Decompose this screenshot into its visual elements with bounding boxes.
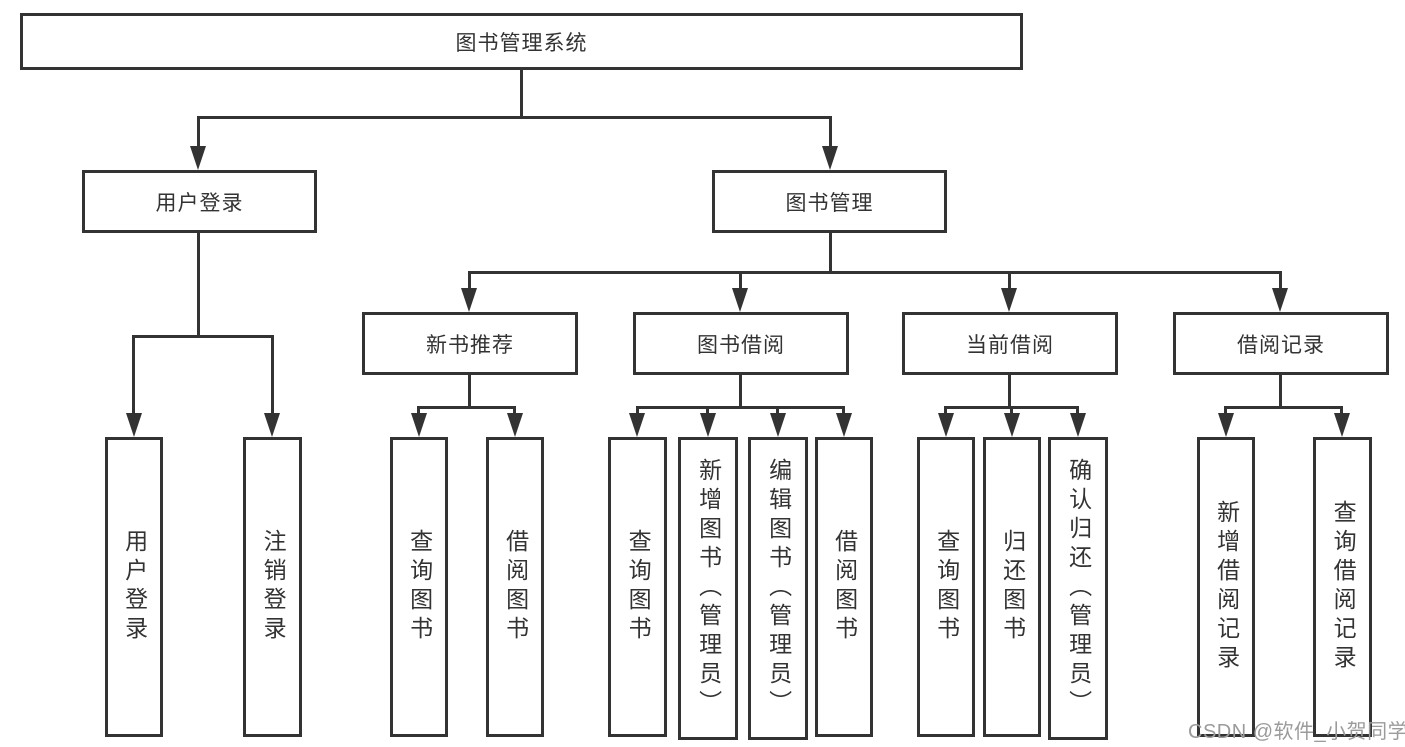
leaf-query-borrow-record: 查询借阅记录	[1313, 437, 1372, 737]
connector-line	[829, 116, 832, 152]
csdn-watermark: CSDN @软件_小贺同学	[1188, 721, 1405, 743]
arrow-down-icon	[1070, 413, 1086, 437]
arrow-down-icon	[629, 413, 645, 437]
node-label: 图书管理	[785, 191, 874, 215]
connector-line	[1224, 406, 1227, 418]
node-label: 新书推荐	[426, 333, 514, 357]
node-user-login: 用户登录	[82, 170, 317, 233]
leaf-query-books-current: 查询图书	[917, 437, 975, 737]
arrow-down-icon	[770, 413, 786, 437]
node-label: 查询图书	[933, 529, 960, 645]
connector-line	[1010, 406, 1013, 418]
arrow-down-icon	[822, 146, 838, 170]
arrow-down-icon	[507, 413, 523, 437]
connector-line	[706, 406, 709, 418]
connector-line	[776, 406, 779, 418]
node-label: 用户登录	[155, 191, 244, 215]
leaf-user-login: 用户登录	[105, 437, 163, 737]
arrow-down-icon	[1334, 413, 1350, 437]
connector-line	[468, 271, 471, 293]
node-label: 查询图书	[406, 529, 433, 645]
node-label: 查询图书	[625, 529, 652, 645]
arrow-down-icon	[700, 413, 716, 437]
arrow-down-icon	[126, 413, 142, 437]
connector-line	[739, 375, 742, 409]
connector-line	[132, 335, 135, 417]
arrow-down-icon	[1004, 413, 1020, 437]
node-label: 确认归还（管理员）	[1065, 458, 1092, 719]
node-book-management: 图书管理	[712, 170, 947, 233]
arrow-down-icon	[938, 413, 954, 437]
connector-line	[197, 233, 200, 338]
arrow-down-icon	[732, 288, 748, 312]
arrow-down-icon	[1218, 413, 1234, 437]
arrow-down-icon	[836, 413, 852, 437]
leaf-return-books: 归还图书	[983, 437, 1041, 737]
connector-line	[842, 406, 845, 418]
leaf-logout: 注销登录	[243, 437, 302, 737]
node-label: 用户登录	[121, 529, 148, 645]
connector-line	[197, 116, 832, 119]
connector-line	[829, 232, 832, 274]
connector-line	[520, 70, 523, 119]
arrow-down-icon	[1272, 288, 1288, 312]
connector-line	[636, 406, 639, 418]
connector-line	[1008, 375, 1011, 409]
arrow-down-icon	[411, 413, 427, 437]
leaf-edit-books-admin: 编辑图书（管理员）	[748, 437, 808, 740]
arrow-down-icon	[1001, 288, 1017, 312]
node-label: 新增图书（管理员）	[695, 458, 722, 719]
arrow-down-icon	[190, 146, 206, 170]
node-current-borrowing: 当前借阅	[902, 312, 1118, 375]
connector-line	[1340, 406, 1343, 418]
connector-line	[468, 271, 1281, 274]
connector-line	[468, 375, 471, 409]
connector-line	[739, 271, 742, 293]
leaf-add-borrow-record: 新增借阅记录	[1197, 437, 1255, 737]
connector-line	[1279, 375, 1282, 409]
connector-line	[1279, 271, 1282, 293]
leaf-confirm-return-admin: 确认归还（管理员）	[1048, 437, 1108, 740]
leaf-add-books-admin: 新增图书（管理员）	[678, 437, 738, 740]
node-label: 借阅图书	[502, 529, 529, 645]
node-borrowing-records: 借阅记录	[1173, 312, 1389, 375]
arrow-down-icon	[461, 288, 477, 312]
leaf-borrow-books-recommendation: 借阅图书	[486, 437, 544, 737]
node-label: 归还图书	[999, 529, 1026, 645]
connector-line	[417, 406, 420, 418]
node-book-borrowing: 图书借阅	[633, 312, 849, 375]
arrow-down-icon	[264, 413, 280, 437]
node-new-book-recommendation: 新书推荐	[362, 312, 578, 375]
connector-line	[271, 335, 274, 417]
node-label: 图书管理系统	[455, 31, 588, 55]
connector-line	[1224, 406, 1343, 409]
connector-line	[132, 335, 274, 338]
node-label: 借阅记录	[1237, 333, 1325, 357]
connector-line	[636, 406, 845, 409]
leaf-query-books-borrowing: 查询图书	[608, 437, 667, 737]
node-label: 注销登录	[260, 529, 287, 645]
node-label: 查询借阅记录	[1330, 500, 1357, 674]
leaf-query-books-recommendation: 查询图书	[390, 437, 448, 737]
connector-line	[417, 406, 516, 409]
connector-line	[1008, 271, 1011, 293]
node-label: 当前借阅	[966, 333, 1054, 357]
node-library-management-system: 图书管理系统	[20, 13, 1023, 70]
node-label: 图书借阅	[697, 333, 785, 357]
connector-line	[1076, 406, 1079, 418]
leaf-borrow-books: 借阅图书	[815, 437, 873, 737]
connector-line	[513, 406, 516, 418]
node-label: 借阅图书	[831, 529, 858, 645]
connector-line	[944, 406, 947, 418]
node-label: 编辑图书（管理员）	[765, 458, 792, 719]
connector-line	[197, 116, 200, 152]
node-label: 新增借阅记录	[1213, 500, 1240, 674]
